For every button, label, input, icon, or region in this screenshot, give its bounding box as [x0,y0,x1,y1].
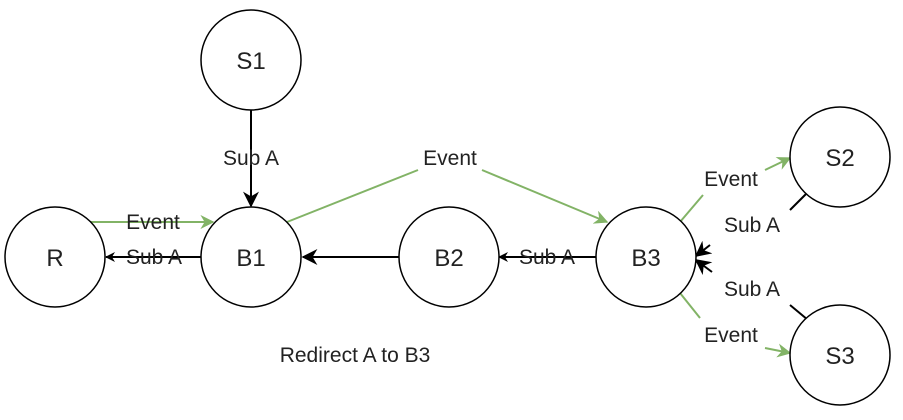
node-b1-label: B1 [236,245,265,272]
edge-label-b3-s2-event: Event [704,168,758,191]
edge-label-s3-b3-sub: Sub A [724,278,780,301]
edge-b3-to-s2-event [679,157,792,223]
node-b2-label: B2 [434,245,463,272]
node-b3: B3 [595,206,697,308]
edge-label-b3-b2-sub: Sub A [519,246,575,269]
node-s3-label: S3 [825,343,854,370]
node-b2: B2 [398,206,500,308]
edge-b3-to-s3-event [679,292,792,358]
edge-label-b3-s3-event: Event [704,324,758,347]
node-s3: S3 [789,304,891,406]
edge-label-b1-b3-event: Event [423,147,477,170]
edge-label-r-b1-event: Event [126,211,180,234]
node-r-label: R [46,245,63,272]
node-b1: B1 [200,206,302,308]
edge-s3-to-b3-sub [694,259,809,321]
edge-label-s1-b1: Sub A [223,147,279,170]
node-s1-label: S1 [236,48,265,75]
node-s2: S2 [789,106,891,208]
node-r: R [4,206,106,308]
node-s1: S1 [200,9,302,111]
edge-b1-to-b3-event [286,169,609,224]
edge-label-b1-r-sub: Sub A [126,246,182,269]
edge-s2-to-b3-sub [694,191,809,257]
edge-label-s2-b3-sub: Sub A [724,214,780,237]
diagram-caption: Redirect A to B3 [280,344,431,367]
node-s2-label: S2 [825,145,854,172]
node-b3-label: B3 [631,245,660,272]
